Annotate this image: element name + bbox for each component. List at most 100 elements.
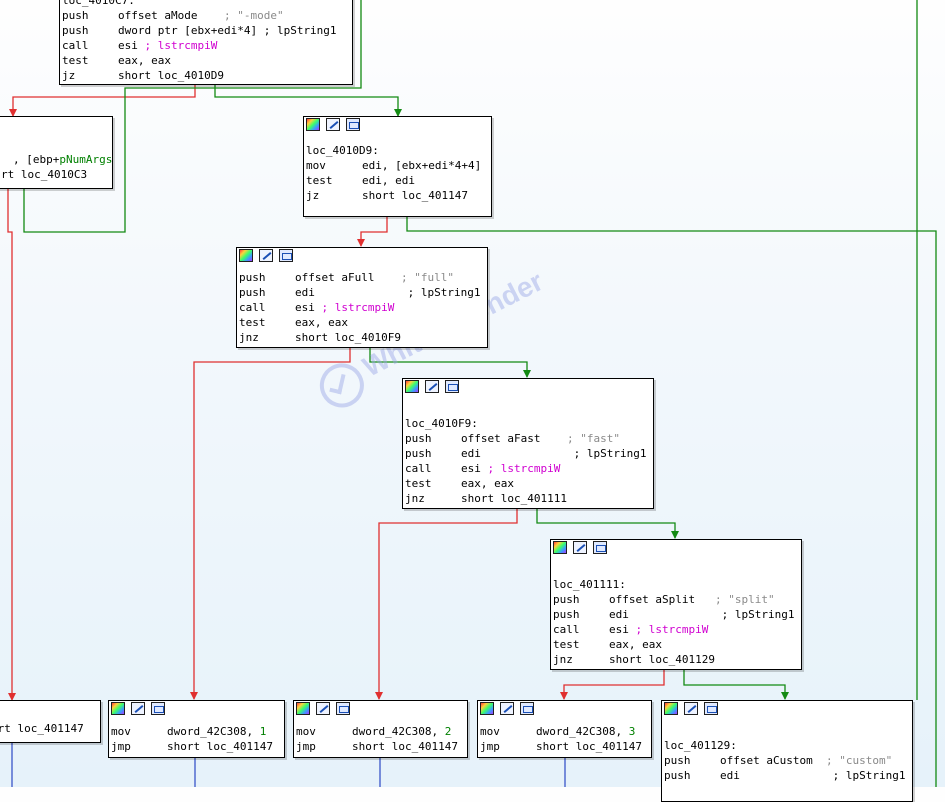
graph-icon[interactable] [306, 118, 320, 131]
operand: eax, eax [118, 54, 171, 67]
operand: short loc_401111 [461, 492, 567, 505]
mnemonic: test [306, 174, 333, 187]
xref-icon[interactable] [445, 380, 459, 393]
mnemonic: jmp [296, 740, 316, 753]
operand: offset aFast [461, 432, 541, 445]
xref-icon[interactable] [346, 118, 360, 131]
block-toolbar [551, 540, 801, 558]
graph-icon[interactable] [239, 249, 253, 262]
mnemonic: push [239, 271, 266, 284]
operand: short loc_401129 [609, 653, 715, 666]
mnemonic: push [664, 754, 691, 767]
xref-icon[interactable] [279, 249, 293, 262]
edge-false [190, 348, 351, 700]
comment: ; "custom" [825, 754, 893, 767]
xref-icon[interactable] [520, 702, 534, 715]
mnemonic: test [62, 54, 89, 67]
operand: esi [295, 301, 315, 314]
operand: dword_42C308, [536, 725, 623, 738]
mnemonic: call [239, 301, 266, 314]
operand: short loc_401147 [362, 189, 468, 202]
graph-icon[interactable] [296, 702, 310, 715]
operand: edi, edi [362, 174, 415, 187]
block-label: loc_4010F9: [405, 417, 478, 430]
function-ref: ; lstrcmpiW [487, 462, 561, 475]
edit-icon[interactable] [425, 380, 439, 393]
comment: ; lpString1 [263, 24, 337, 37]
code-block-numargs[interactable]: , [ebp+pNumArgs] rt loc_4010C3 [0, 116, 113, 189]
block-toolbar [294, 701, 467, 719]
comment: ; lpString1 [721, 608, 795, 621]
edge-true [406, 216, 937, 787]
mnemonic: push [405, 432, 432, 445]
operand: short loc_401147 [167, 740, 273, 753]
block-toolbar [403, 379, 653, 397]
operand: ] [112, 153, 113, 166]
mnemonic: push [62, 24, 89, 37]
mnemonic: call [553, 623, 580, 636]
xref-icon[interactable] [336, 702, 350, 715]
edge-false [375, 509, 518, 700]
block-toolbar [237, 248, 487, 266]
edge-true [536, 509, 679, 539]
operand: dword_42C308, [167, 725, 254, 738]
mnemonic: push [405, 447, 432, 460]
mnemonic: jz [62, 69, 76, 82]
edit-icon[interactable] [259, 249, 273, 262]
mnemonic: jz [306, 189, 320, 202]
function-ref: ; lstrcmpiW [635, 623, 709, 636]
mnemonic: jmp [111, 740, 131, 753]
edit-icon[interactable] [573, 541, 587, 554]
edge-false [9, 84, 196, 117]
mnemonic: mov [306, 159, 326, 172]
comment: ; lpString1 [407, 286, 481, 299]
mnemonic: jnz [553, 653, 573, 666]
operand: , [ebp+ [13, 153, 60, 166]
comment: ; "split" [714, 593, 775, 606]
operand: edi, [ebx+edi*4+4] [362, 159, 482, 172]
mnemonic: jnz [405, 492, 425, 505]
operand: edi [295, 286, 315, 299]
edit-icon[interactable] [131, 702, 145, 715]
mnemonic: push [553, 593, 580, 606]
operand: esi [118, 39, 138, 52]
edge-false [357, 216, 388, 247]
graph-icon[interactable] [480, 702, 494, 715]
xref-icon[interactable] [704, 702, 718, 715]
code-block-loc-4010d9[interactable]: loc_4010D9: mov edi, [ebx+edi*4+4] test ed… [303, 116, 492, 217]
edit-icon[interactable] [326, 118, 340, 131]
function-ref: ; lstrcmpiW [144, 39, 218, 52]
graph-icon[interactable] [111, 702, 125, 715]
xref-icon[interactable] [151, 702, 165, 715]
graph-icon[interactable] [664, 702, 678, 715]
immediate-value: 2 [444, 725, 452, 738]
operand: short loc_4010D9 [118, 69, 224, 82]
block-label: loc_4010D9: [306, 144, 379, 157]
comment: ; lpString1 [573, 447, 647, 460]
mnemonic: jnz [239, 331, 259, 344]
edit-icon[interactable] [684, 702, 698, 715]
edit-icon[interactable] [500, 702, 514, 715]
edge-false [7, 188, 16, 701]
mnemonic: call [405, 462, 432, 475]
block-label: loc_4010C7: [62, 0, 135, 7]
comment: ; lpString1 [832, 769, 906, 782]
mnemonic: push [664, 769, 691, 782]
operand: esi [461, 462, 481, 475]
code-block-jmp-partial[interactable]: ort loc_401147 [0, 700, 101, 743]
xref-icon[interactable] [593, 541, 607, 554]
edge-true [23, 0, 362, 233]
graph-icon[interactable] [553, 541, 567, 554]
graph-icon[interactable] [405, 380, 419, 393]
edit-icon[interactable] [316, 702, 330, 715]
operand: dword_42C308, [352, 725, 439, 738]
